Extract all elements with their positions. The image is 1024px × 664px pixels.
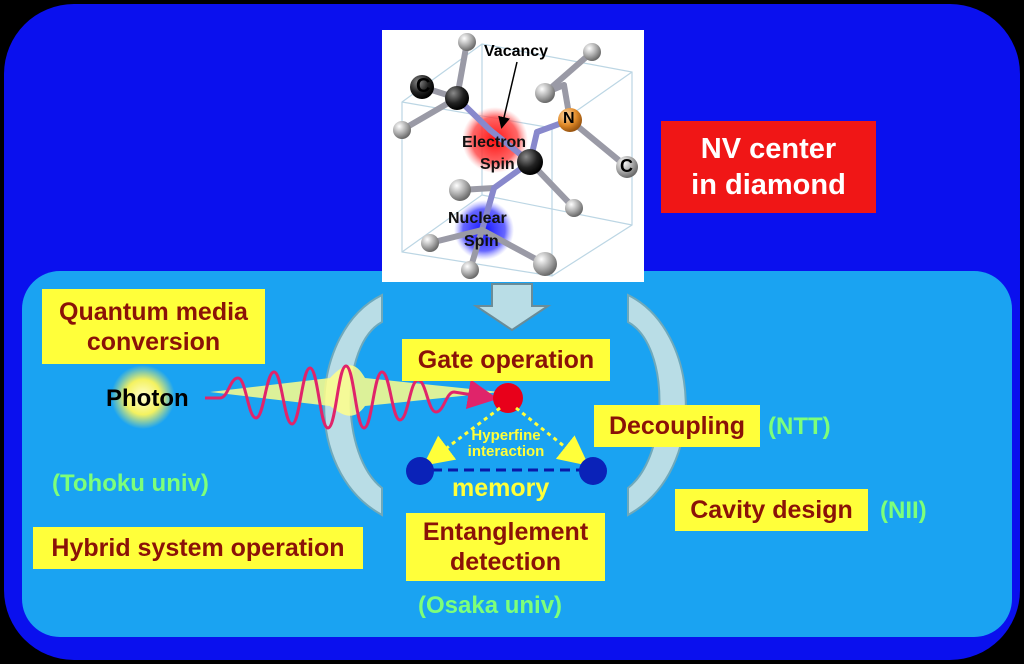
quantum-media-box: Quantum media conversion: [42, 289, 265, 364]
cavity-design-label: Cavity design: [690, 496, 853, 524]
down-arrow: [472, 283, 552, 332]
right-cavity-mirror: [627, 293, 687, 517]
gate-operation-box: Gate operation: [402, 339, 610, 381]
hyperfine-arrow-right: [515, 406, 589, 466]
lattice-svg: [393, 33, 638, 279]
title-line-1: NV center: [700, 133, 837, 165]
left-cavity-mirror: [323, 293, 383, 517]
ntt-affiliation: (NTT): [768, 413, 831, 440]
carbon-label-left: C: [416, 75, 431, 97]
hybrid-system-box: Hybrid system operation: [33, 527, 363, 569]
entanglement-line-1: Entanglement: [422, 518, 589, 546]
hyperfine-label: Hyperfine interaction: [456, 428, 556, 460]
electron-spin-blob: [462, 107, 528, 173]
quantum-media-line-1: Quantum media: [59, 297, 248, 326]
atoms: [393, 33, 638, 279]
photon-wave: [205, 364, 498, 430]
nuclear-spin-label-1: Nuclear: [448, 210, 507, 227]
entanglement-line-2: detection: [449, 548, 562, 576]
hyperfine-line-1: Hyperfine: [471, 427, 541, 444]
cube-wireframe: [401, 43, 633, 277]
nv-diamond-illustration: Vacancy Electron Spin Nuclear Spin C N C: [382, 30, 644, 282]
nitrogen-label: N: [563, 110, 575, 127]
hyperfine-arrow-left: [423, 406, 501, 466]
hyperfine-line-2: interaction: [467, 443, 545, 460]
memory-dot-right: [579, 457, 607, 485]
decoupling-box: Decoupling: [594, 405, 760, 447]
photon-glow: [111, 365, 175, 429]
electron-dot: [493, 383, 523, 413]
photon-label: Photon: [106, 385, 189, 412]
entanglement-detection-box: Entanglement detection: [406, 513, 605, 581]
nuclear-spin-label-2: Spin: [464, 233, 499, 250]
carbon-label-right: C: [620, 156, 633, 176]
hybrid-system-label: Hybrid system operation: [51, 534, 345, 562]
osaka-affiliation: (Osaka univ): [418, 592, 563, 619]
memory-dot-left: [406, 457, 434, 485]
decoupling-label: Decoupling: [608, 412, 746, 440]
nii-affiliation: (NII): [880, 497, 927, 524]
cavity-design-box: Cavity design: [675, 489, 868, 531]
electron-spin-label-1: Electron: [462, 134, 527, 151]
electron-spin-label-2: Spin: [480, 156, 515, 173]
vacancy-label: Vacancy: [484, 43, 549, 60]
title-line-2: in diamond: [691, 169, 846, 201]
quantum-media-line-2: conversion: [86, 327, 221, 356]
nv-center-title-box: NV center in diamond: [661, 121, 876, 213]
gate-operation-label: Gate operation: [417, 346, 595, 374]
vacancy-pointer: [498, 61, 518, 129]
tohoku-affiliation: (Tohoku univ): [52, 470, 209, 497]
memory-label: memory: [452, 474, 550, 502]
